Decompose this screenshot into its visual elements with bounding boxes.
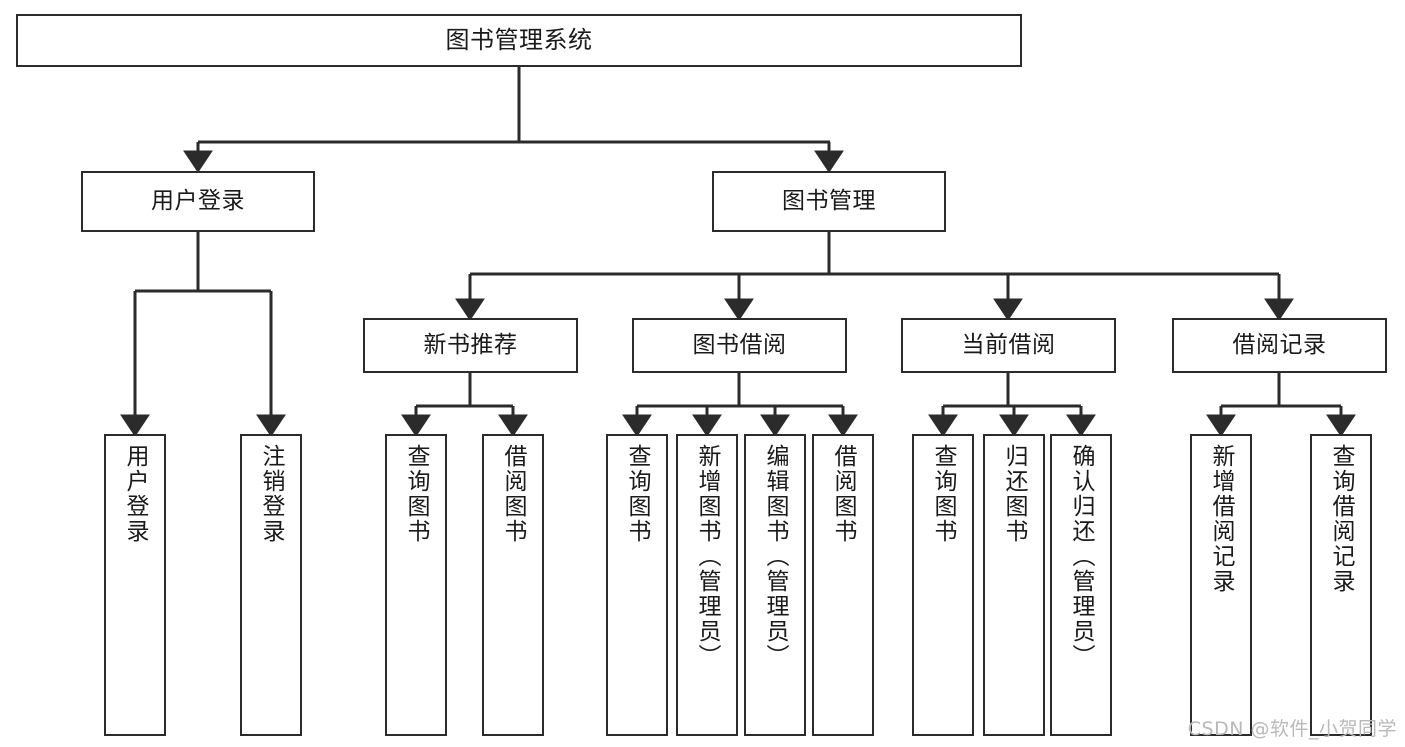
node-level2-user-login[interactable]: 用户登录 [81,171,315,232]
node-leaf-user-login[interactable]: 用户登录 [104,434,166,736]
node-level3-book-borrow[interactable]: 图书借阅 [632,318,847,373]
node-label: 借阅图书 [830,444,857,544]
node-label: 查询借阅记录 [1328,444,1355,594]
node-label: 编辑图书（管理员） [762,444,789,669]
node-leaf-borrow-book-recommend[interactable]: 借阅图书 [482,434,544,736]
node-leaf-return-book[interactable]: 归还图书 [983,434,1045,736]
node-leaf-edit-book-admin[interactable]: 编辑图书（管理员） [744,434,806,736]
node-root[interactable]: 图书管理系统 [16,14,1022,67]
node-label: 当前借阅 [961,332,1056,359]
node-label: 查询图书 [930,444,957,544]
node-label: 用户登录 [151,188,245,215]
node-label: 新书推荐 [423,332,518,359]
node-leaf-confirm-return-admin[interactable]: 确认归还（管理员） [1050,434,1112,736]
node-level3-new-book-recommend[interactable]: 新书推荐 [363,318,578,373]
node-leaf-add-book-admin[interactable]: 新增图书（管理员） [676,434,738,736]
node-label: 新增借阅记录 [1208,444,1235,594]
node-level2-book-management[interactable]: 图书管理 [712,171,946,232]
node-label: 确认归还（管理员） [1068,444,1095,669]
node-label: 图书管理系统 [445,25,593,54]
node-leaf-add-borrow-record[interactable]: 新增借阅记录 [1190,434,1252,736]
node-leaf-logout[interactable]: 注销登录 [240,434,302,736]
node-label: 借阅图书 [500,444,527,544]
node-leaf-query-borrow-record[interactable]: 查询借阅记录 [1310,434,1372,736]
node-leaf-query-book-current[interactable]: 查询图书 [912,434,974,736]
node-label: 查询图书 [624,444,651,544]
node-label: 归还图书 [1001,444,1028,544]
node-label: 新增图书（管理员） [694,444,721,669]
node-leaf-query-book-recommend[interactable]: 查询图书 [385,434,447,736]
node-label: 图书管理 [782,188,876,215]
node-level3-current-borrow[interactable]: 当前借阅 [901,318,1116,373]
node-label: 图书借阅 [692,332,787,359]
node-level3-borrow-record[interactable]: 借阅记录 [1172,318,1387,373]
node-leaf-borrow-book[interactable]: 借阅图书 [812,434,874,736]
node-label: 注销登录 [258,444,285,544]
node-label: 查询图书 [403,444,430,544]
node-leaf-query-book-borrow[interactable]: 查询图书 [606,434,668,736]
node-label: 借阅记录 [1232,332,1327,359]
node-label: 用户登录 [122,444,149,544]
watermark: CSDN @软件_小贺同学 [1187,718,1397,740]
